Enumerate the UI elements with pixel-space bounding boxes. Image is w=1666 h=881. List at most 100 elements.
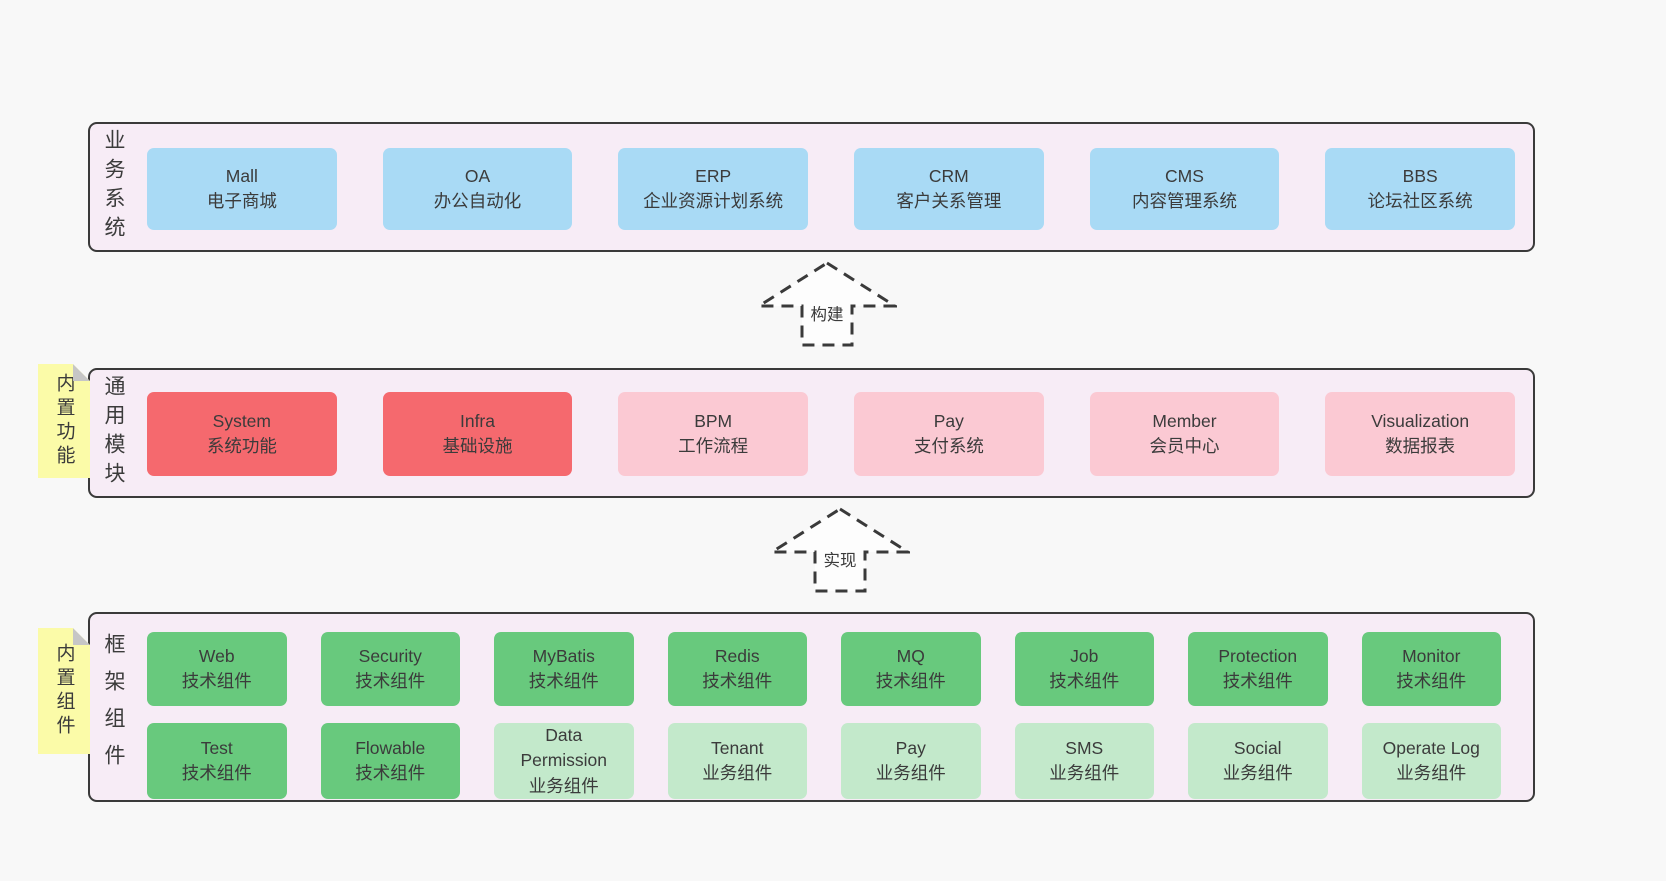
box-pay: Pay 业务组件 — [841, 723, 981, 800]
box-subtitle: 技术组件 — [181, 763, 252, 784]
box-title: Monitor — [1402, 645, 1461, 666]
box-job: Job 技术组件 — [1014, 632, 1154, 706]
section-business-label: 业务系统 — [102, 129, 125, 245]
box-subtitle: 技术组件 — [355, 763, 426, 784]
box-subtitle: 数据报表 — [1385, 436, 1456, 456]
box-title: MQ — [896, 645, 925, 666]
box-mq: MQ 技术组件 — [841, 632, 981, 706]
box-title: Infra — [459, 410, 495, 431]
dashed-arrow-up-build: 构建 — [757, 260, 897, 348]
box-monitor: Monitor 技术组件 — [1361, 632, 1501, 706]
box-subtitle: 业务组件 — [1222, 763, 1293, 784]
box-infra: Infra 基础设施 — [382, 392, 573, 476]
box-title: Member — [1152, 410, 1217, 431]
box-mybatis: MyBatis 技术组件 — [494, 632, 634, 706]
box-title: Pay — [895, 737, 926, 758]
box-subtitle: 系统功能 — [206, 436, 277, 456]
box-subtitle: 内容管理系统 — [1131, 191, 1237, 211]
sticky-components-label: 内置组件 — [53, 643, 75, 739]
box-web: Web 技术组件 — [147, 632, 287, 706]
box-subtitle: 业务组件 — [875, 763, 946, 784]
box-operate-log: Operate Log 业务组件 — [1361, 723, 1501, 800]
box-title: Security — [358, 645, 422, 666]
section-modules-label: 通用模块 — [102, 375, 125, 491]
box-subtitle: 技术组件 — [528, 671, 599, 691]
box-tenant: Tenant 业务组件 — [667, 723, 807, 800]
modules-boxes-row: System 系统功能 Infra 基础设施 BPM 工作流程 Pay 支付系统 Member 会… — [147, 392, 1515, 476]
box-subtitle: 技术组件 — [1049, 671, 1120, 691]
arrow-build-label: 构建 — [807, 300, 847, 326]
sticky-functions-label: 内置功能 — [53, 373, 75, 469]
box-title: Visualization — [1371, 410, 1470, 431]
box-subtitle: 业务组件 — [1049, 763, 1120, 784]
box-title: Tenant — [710, 737, 764, 758]
box-title: Job — [1070, 645, 1099, 666]
sticky-note-built-in-functions: 内置功能 — [38, 364, 90, 478]
box-subtitle: 技术组件 — [875, 671, 946, 691]
box-title: OA — [464, 165, 491, 186]
box-security: Security 技术组件 — [320, 632, 460, 706]
box-title: CMS — [1165, 165, 1204, 186]
box-subtitle: 论坛社区系统 — [1367, 191, 1473, 211]
box-oa: OA 办公自动化 — [382, 148, 573, 230]
box-bpm: BPM 工作流程 — [618, 392, 808, 476]
box-subtitle: 技术组件 — [1396, 671, 1467, 691]
box-subtitle: 客户关系管理 — [896, 191, 1002, 211]
box-subtitle: 电子商城 — [206, 191, 277, 211]
box-title: Operate Log — [1382, 737, 1480, 758]
box-bbs: BBS 论坛社区系统 — [1325, 148, 1515, 230]
box-title: Web — [198, 645, 235, 666]
box-subtitle: 会员中心 — [1149, 436, 1220, 456]
box-subtitle: 企业资源计划系统 — [643, 191, 784, 211]
box-subtitle: 技术组件 — [702, 671, 773, 691]
sticky-note-built-in-components: 内置组件 — [38, 628, 90, 754]
box-subtitle: 业务组件 — [528, 775, 599, 796]
box-title: Redis — [714, 645, 760, 666]
box-system: System 系统功能 — [147, 392, 337, 476]
box-flowable: Flowable 技术组件 — [320, 723, 460, 800]
box-title: BBS — [1402, 165, 1438, 186]
box-title: ERP — [695, 165, 732, 186]
box-title: MyBatis — [532, 645, 595, 666]
box-subtitle: 工作流程 — [678, 436, 749, 456]
box-redis: Redis 技术组件 — [667, 632, 807, 706]
box-subtitle: 技术组件 — [181, 671, 252, 691]
box-title: Protection — [1218, 645, 1298, 666]
box-title: Test — [200, 737, 233, 758]
box-title: Mall — [225, 165, 258, 186]
box-sms: SMS 业务组件 — [1014, 723, 1154, 800]
box-title: System — [212, 410, 271, 431]
box-title: SMS — [1065, 737, 1104, 758]
box-title: Social — [1233, 737, 1282, 758]
box-subtitle: 支付系统 — [913, 436, 984, 456]
section-components-label: 框架组件 — [102, 633, 125, 781]
box-erp: ERP 企业资源计划系统 — [618, 148, 808, 230]
arrow-implement-label: 实现 — [820, 546, 860, 572]
folded-corner-icon — [73, 364, 90, 381]
box-mall: Mall 电子商城 — [147, 148, 337, 230]
box-test: Test 技术组件 — [147, 723, 287, 800]
box-pay: Pay 支付系统 — [854, 392, 1044, 476]
box-cms: CMS 内容管理系统 — [1089, 148, 1280, 230]
section-common-modules: 通用模块 System 系统功能 Infra 基础设施 BPM 工作流程 Pay 支付系统 Me… — [88, 368, 1535, 498]
box-title: Flowable — [355, 737, 426, 758]
box-subtitle: 办公自动化 — [433, 191, 522, 211]
box-subtitle: 技术组件 — [355, 671, 426, 691]
box-title: BPM — [694, 410, 733, 431]
box-member: Member 会员中心 — [1089, 392, 1280, 476]
box-subtitle: 业务组件 — [702, 763, 773, 784]
box-title: Pay — [933, 410, 964, 431]
box-visualization: Visualization 数据报表 — [1325, 392, 1515, 476]
box-social: Social 业务组件 — [1188, 723, 1328, 800]
dashed-arrow-up-implement: 实现 — [770, 506, 910, 594]
box-subtitle: 基础设施 — [442, 436, 513, 456]
box-subtitle: 业务组件 — [1396, 763, 1467, 784]
